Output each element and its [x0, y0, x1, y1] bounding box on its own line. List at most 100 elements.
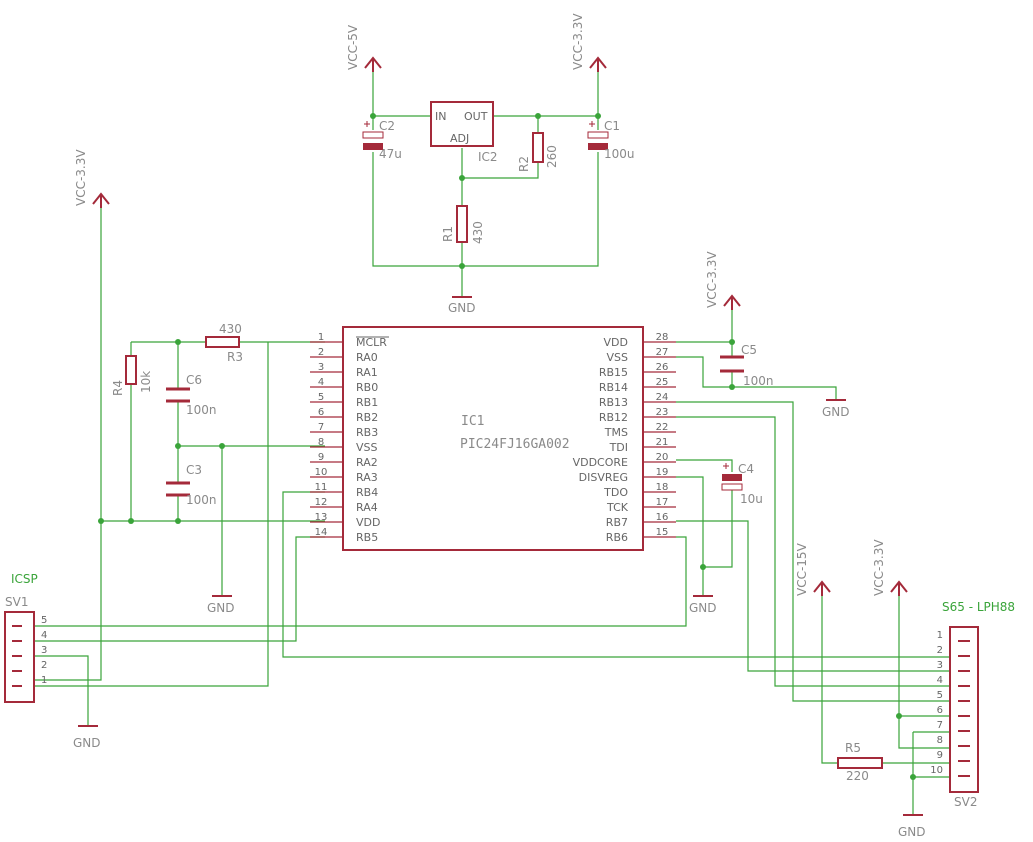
mcu-left-pin-name: RA1 [356, 366, 378, 379]
gnd-label-c4: GND [689, 601, 717, 615]
mcu-left-pin-name: RA0 [356, 351, 378, 364]
lcd-pin-number: 5 [937, 690, 943, 701]
mcu-left-pin-name: MCLR [356, 336, 387, 349]
capacitor-c6 [166, 387, 190, 403]
capacitor-c1 [587, 121, 609, 150]
r5-value: 220 [846, 769, 869, 783]
mcu-left-pin-number: 1 [318, 332, 324, 343]
mcu-left-pin-name: RA2 [356, 456, 378, 469]
mcu-left-pin-name: RA3 [356, 471, 378, 484]
mcu-left-pin-name: VDD [356, 516, 380, 529]
mcu-left-pin-name: RB3 [356, 426, 378, 439]
mcu-right-pin-number: 21 [656, 437, 669, 448]
resistor-r4 [125, 355, 137, 385]
resistor-r1 [456, 205, 468, 243]
mcu-left-pin-name: VSS [356, 441, 378, 454]
mcu-left-pin-name: RB1 [356, 396, 378, 409]
gnd-label-lcd: GND [898, 825, 926, 839]
mcu-part: PIC24FJ16GA002 [460, 437, 570, 452]
c6-value: 100n [186, 403, 217, 417]
capacitor-c3 [166, 481, 190, 497]
mcu-ref: IC1 [461, 414, 484, 429]
mcu-right-pin-number: 17 [656, 497, 669, 508]
mcu-right-pin-number: 23 [656, 407, 669, 418]
r5-name: R5 [845, 741, 861, 755]
r3-name: R3 [227, 350, 243, 364]
icsp-pin-number: 3 [41, 645, 47, 656]
mcu-right-pin-name: RB13 [599, 396, 628, 409]
mcu-right-pin-name: RB7 [606, 516, 628, 529]
c6-name: C6 [186, 373, 202, 387]
vcc5-label: VCC-5V [346, 24, 360, 70]
vcc33-c5-label: VCC-3.3V [705, 251, 719, 308]
mcu-left-pin-name: RB2 [356, 411, 378, 424]
mcu-right-pin-number: 25 [656, 377, 669, 388]
regulator-adj-label: ADJ [450, 132, 469, 145]
mcu-left-pin-number: 7 [318, 422, 324, 433]
vcc33-top-label: VCC-3.3V [571, 13, 585, 70]
gnd-label-icsp: GND [73, 736, 101, 750]
c2-name: C2 [379, 119, 395, 133]
c1-name: C1 [604, 119, 620, 133]
capacitor-c4 [721, 463, 743, 491]
lcd-pin-number: 9 [937, 750, 943, 761]
r2-value: 260 [545, 145, 559, 168]
r3-value: 430 [219, 322, 242, 336]
c2-value: 47u [379, 147, 402, 161]
mcu-right-pin-name: RB15 [599, 366, 628, 379]
resistor-r5 [837, 757, 883, 769]
r4-name: R4 [111, 380, 125, 396]
lcd-pin-number: 3 [937, 660, 943, 671]
icsp-pin-number: 4 [41, 630, 47, 641]
mcu-right-pin-number: 28 [656, 332, 669, 343]
r1-name: R1 [441, 226, 455, 242]
mcu-left-pin-number: 10 [315, 467, 328, 478]
mcu-left-pin-number: 14 [315, 527, 328, 538]
icsp-pin-number: 2 [41, 660, 47, 671]
gnd-label-regulator: GND [448, 301, 476, 315]
r1-value: 430 [471, 221, 485, 244]
mcu-right-pin-number: 16 [656, 512, 669, 523]
mcu-right-pin-name: RB12 [599, 411, 628, 424]
mcu-left-pin-number: 9 [318, 452, 324, 463]
lcd-pin-number: 2 [937, 645, 943, 656]
c5-name: C5 [741, 343, 757, 357]
c1-value: 100u [604, 147, 635, 161]
lcd-pin-number: 8 [937, 735, 943, 746]
lcd-pin-number: 10 [930, 765, 943, 776]
mcu-right-pin-name: TCK [606, 501, 629, 514]
resistor-r2 [532, 132, 544, 163]
mcu-right-pin-name: TMS [604, 426, 628, 439]
mcu-right-pin-number: 19 [656, 467, 669, 478]
mcu-left-pin-number: 11 [315, 482, 328, 493]
r4-value: 10k [139, 371, 153, 393]
vcc33-left-label: VCC-3.3V [74, 149, 88, 206]
mcu-right-pin-name: DISVREG [579, 471, 628, 484]
mcu-right-pin-names: VDDVSSRB15RB14RB13RB12TMSTDIVDDCOREDISVR… [573, 336, 629, 544]
mcu-right-pin-number: 24 [656, 392, 669, 403]
mcu-right-pin-name: VDDCORE [573, 456, 628, 469]
mcu-left-pin-number: 6 [318, 407, 324, 418]
capacitor-c5 [720, 355, 744, 373]
mcu-right-pin-number: 26 [656, 362, 669, 373]
mcu-right-pin-name: TDO [603, 486, 628, 499]
c4-name: C4 [738, 462, 754, 476]
mcu-left-pin-number: 3 [318, 362, 324, 373]
mcu-left-pin-number: 2 [318, 347, 324, 358]
mcu-left-pin-name: RB5 [356, 531, 378, 544]
r2-name: R2 [517, 156, 531, 172]
vcc33-right-label: VCC-3.3V [872, 539, 886, 596]
mcu-left-pin-name: RA4 [356, 501, 378, 514]
vcc15-label: VCC-15V [795, 542, 809, 596]
mcu-left-pin-number: 12 [315, 497, 328, 508]
mcu-pin-stubs [310, 341, 676, 538]
mcu-right-pin-number: 20 [656, 452, 669, 463]
lcd-ref: SV2 [954, 795, 977, 809]
mcu-left-pin-number: 13 [315, 512, 328, 523]
mcu-ic1-body [342, 326, 644, 551]
regulator-in-label: IN [435, 110, 446, 123]
